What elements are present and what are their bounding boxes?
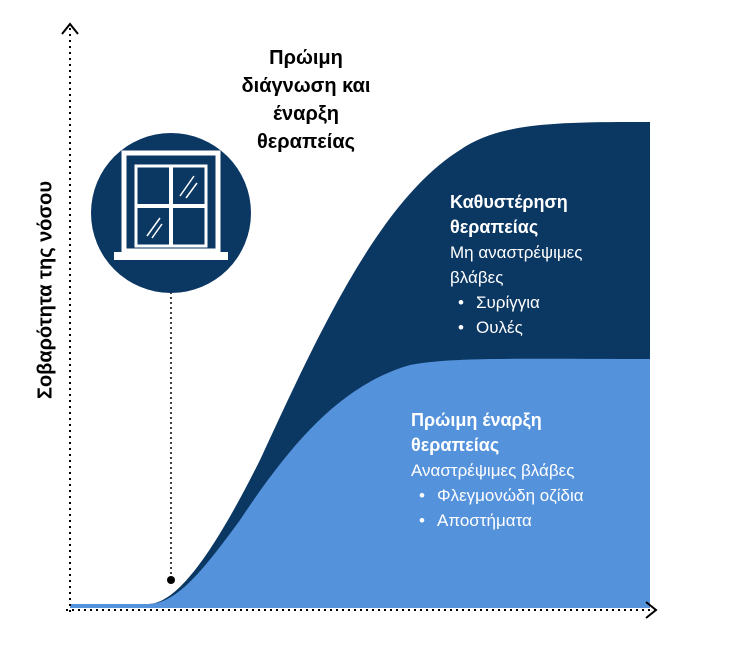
bullet-text: Αποστήματα xyxy=(437,511,532,530)
early-subtitle-line: Αναστρέψιμες βλάβες xyxy=(411,461,575,480)
bullet-icon: • xyxy=(458,293,464,312)
annotation-line: θεραπείας xyxy=(256,131,356,153)
diagnosis-annotation: Πρώιμη διάγνωση και έναρξη θεραπείας xyxy=(236,44,376,156)
x-axis-arrow xyxy=(645,601,658,619)
bullet-icon: • xyxy=(419,486,425,505)
annotation-line: διάγνωση και xyxy=(241,75,371,97)
bullet-text: Ουλές xyxy=(476,318,523,337)
late-title-line: Καθυστέρηση xyxy=(450,192,568,212)
window-icon xyxy=(91,133,251,293)
early-title-line: Πρώιμη έναρξη xyxy=(411,410,542,430)
diagnosis-point xyxy=(167,576,175,584)
bullet-icon: • xyxy=(458,318,464,337)
bullet-text: Φλεγμονώδη οζίδια xyxy=(437,486,584,505)
bullet-icon: • xyxy=(419,511,425,530)
late-bullet-list: • Συρίγγια • Ουλές xyxy=(450,290,660,340)
early-title-line: θεραπείας xyxy=(411,435,500,455)
list-item: • Συρίγγια xyxy=(450,290,660,315)
late-title-line: θεραπείας xyxy=(450,217,539,237)
annotation-line: έναρξη xyxy=(273,103,339,125)
list-item: • Αποστήματα xyxy=(411,508,641,533)
late-subtitle-line: βλάβες xyxy=(450,268,504,287)
annotation-line: Πρώιμη xyxy=(269,47,343,69)
y-axis-label: Σοβαρότητα της νόσου xyxy=(34,180,57,400)
early-treatment-area xyxy=(70,358,650,608)
late-subtitle-line: Μη αναστρέψιμες xyxy=(450,243,583,262)
bullet-text: Συρίγγια xyxy=(476,293,540,312)
late-treatment-label: Καθυστέρηση θεραπείας Μη αναστρέψιμες βλ… xyxy=(450,190,660,340)
y-axis-arrow xyxy=(61,22,79,35)
early-bullet-list: • Φλεγμονώδη οζίδια • Αποστήματα xyxy=(411,483,641,533)
list-item: • Φλεγμονώδη οζίδια xyxy=(411,483,641,508)
early-treatment-label: Πρώιμη έναρξη θεραπείας Αναστρέψιμες βλά… xyxy=(411,408,641,533)
list-item: • Ουλές xyxy=(450,315,660,340)
